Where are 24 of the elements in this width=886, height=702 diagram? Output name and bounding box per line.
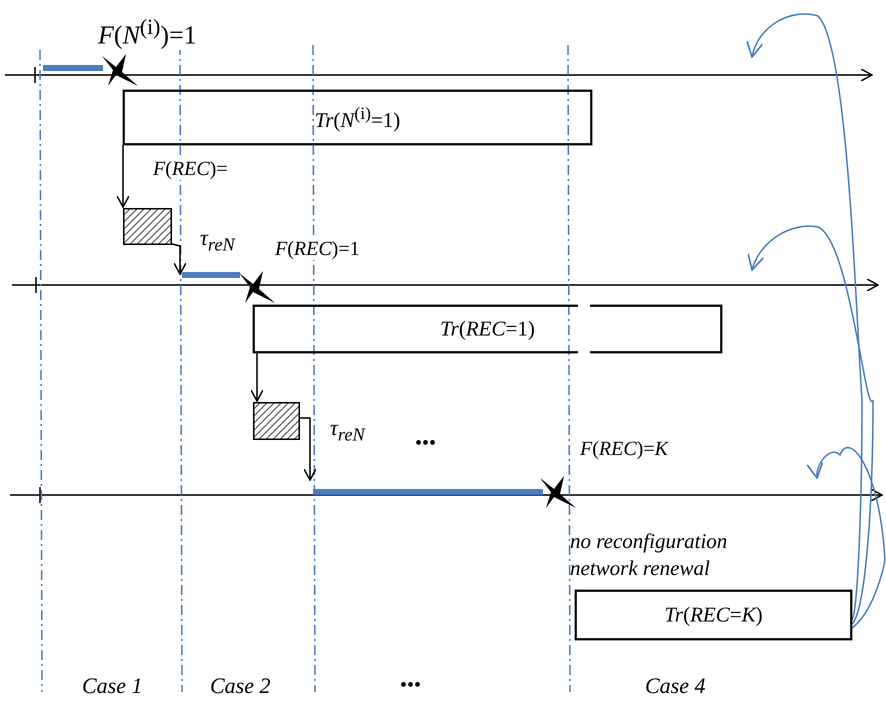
arrow	[807, 447, 886, 629]
note-text: no reconfiguration network renewal	[570, 528, 728, 582]
process-box: Tr(N$^{(i)}$=1)	[123, 90, 592, 145]
arrow	[748, 225, 874, 624]
process-box: Tr(REC=1)	[253, 305, 722, 353]
arrow	[747, 13, 863, 620]
delay-label: τ$_{reN}$	[200, 226, 235, 255]
hatched-box	[123, 208, 172, 245]
arrow	[250, 353, 264, 402]
process-box: Tr(REC=K)	[575, 590, 852, 640]
delay-label: τ$_{reN}$	[330, 416, 365, 445]
ellipsis-label: •••	[400, 674, 422, 696]
hatched-box	[253, 402, 300, 440]
formula-label: F(N$^{(i)}$)=1	[98, 16, 197, 50]
formula-label: F(REC)=K	[580, 438, 668, 460]
formula-label: F(REC)=	[153, 158, 228, 180]
case-label: Case 2	[210, 674, 270, 698]
arrow	[116, 145, 130, 208]
ellipsis-label: •••	[415, 432, 436, 454]
case-label: Case 1	[82, 674, 142, 698]
formula-label: F(REC)=1	[275, 238, 360, 260]
arrow	[172, 243, 187, 275]
arrow	[300, 417, 317, 481]
case-label: Case 4	[645, 674, 706, 698]
